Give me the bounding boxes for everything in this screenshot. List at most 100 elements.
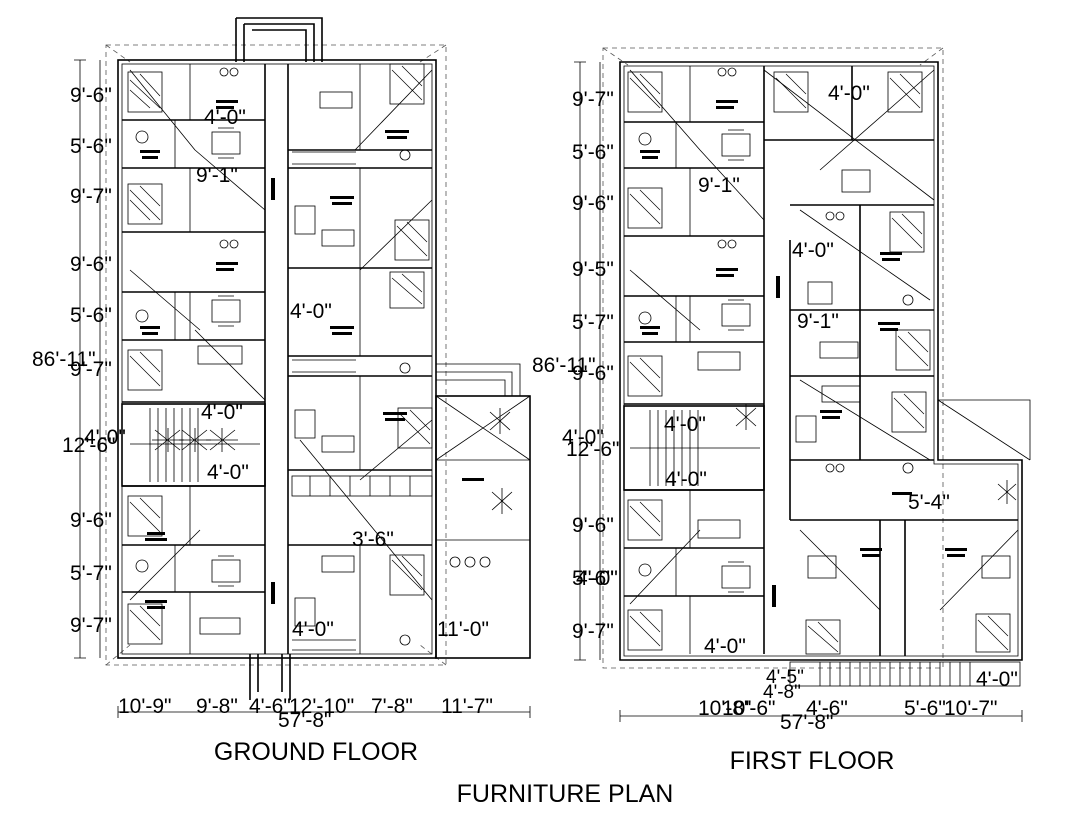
gf-left-dim-1: 9'-6" (70, 84, 112, 107)
ff-left-dim-1: 9'-7" (572, 88, 614, 111)
ground-floor-plan (74, 17, 531, 718)
ff-corridor-marker-1 (776, 276, 780, 298)
ff-bottom-wing-partitions (790, 519, 1018, 656)
gf-interior-dim-4: 4'-0" (201, 401, 243, 424)
gf-left-dim-2: 5'-6" (70, 135, 112, 158)
ff-corridor-walls (763, 240, 791, 654)
ff-interior-dim-3: 4'-0" (792, 239, 834, 262)
gf-interior-dimension-labels: 4'-0" 9'-1" 4'-0" 4'-0" 4'-0" 3'-6" 4'-0… (196, 106, 489, 641)
ff-left-dim-9: 9'-7" (572, 620, 614, 643)
gf-bottom-dim-1: 10'-9" (118, 695, 172, 718)
ff-top-right-diagonals (763, 69, 935, 201)
ff-outer-wall (619, 61, 1023, 661)
ff-bottom-dim-5: 10'-7" (944, 697, 998, 720)
ff-right-mid-partitions (790, 205, 934, 461)
gf-corridor-marker-1 (271, 178, 275, 200)
ff-stair-treads (630, 410, 760, 486)
ff-dining-table-icons (721, 129, 871, 593)
ff-stair-width-overlap: 4'-0" (562, 426, 604, 449)
gf-corridor-marker-2 (271, 582, 275, 604)
ff-left-dim-5: 5'-7" (572, 311, 614, 334)
gf-annex-partitions (435, 395, 531, 541)
gf-left-dim-7: 9'-6" (70, 509, 112, 532)
ff-bottom-dim-4: 5'-6" (904, 697, 946, 720)
ff-dimension-frame (602, 47, 944, 669)
ff-left-partitions (624, 121, 764, 597)
ff-interior-dim-9: 4'-5" (766, 667, 804, 688)
ff-bottom-wing-diagonals (799, 399, 1031, 611)
ff-total-depth: 86'-11" (532, 354, 596, 377)
gf-east-annex (435, 395, 531, 659)
gf-interior-dim-5: 4'-0" (207, 461, 249, 484)
ff-interior-dim-10: 4'-0" (976, 668, 1018, 691)
ff-corner-ties (602, 47, 944, 66)
ff-left-dim-4: 9'-5" (572, 258, 614, 281)
gf-left-dimension-labels: 9'-6" 5'-6" 9'-7" 9'-6" 5'-6" 9'-7" 9'-6… (32, 84, 126, 637)
ff-left-dimension-labels: 9'-7" 5'-6" 9'-6" 9'-5" 5'-7" 9'-6" 9'-6… (532, 88, 620, 643)
gf-bottom-dim-2: 9'-8" (196, 695, 238, 718)
ff-interior-dimension-labels: 4'-0" 9'-1" 4'-0" 9'-1" 4'-0" 4'-0" 5'-4… (576, 82, 1018, 691)
gf-kitchen-counters (292, 151, 356, 651)
gf-left-diagonals (129, 69, 266, 601)
ff-corridor-marker-2 (772, 585, 776, 607)
ground-floor-caption: GROUND FLOOR (214, 738, 418, 766)
ff-balcony-balusters (819, 662, 971, 686)
ff-bottom-dim-3: 4'-6" (806, 697, 848, 720)
gf-left-dim-3: 9'-7" (70, 185, 112, 208)
ff-bottom-dim-1: 10'-8" (698, 697, 752, 720)
ff-bottom-balcony (789, 661, 1021, 687)
ff-left-dim-7: 9'-6" (572, 514, 614, 537)
gf-left-dim-6: 9'-7" (70, 358, 112, 381)
gf-total-width: 57'-8" (278, 709, 332, 732)
gf-bath-fixture-icons (135, 67, 491, 646)
ff-top-right-partitions (763, 66, 934, 240)
gf-total-depth: 86'-11" (32, 348, 96, 371)
gf-right-diagonals (299, 69, 433, 601)
ff-total-width: 57'-8" (780, 711, 834, 734)
ff-left-dim-overlap: 4'-0" (576, 567, 618, 590)
ff-left-room-dividers (675, 66, 691, 654)
gf-annex-porch (436, 363, 521, 396)
ff-left-dim-8: 5'-6" (572, 567, 614, 590)
gf-left-room-dividers (174, 64, 191, 654)
ff-left-diagonals (629, 69, 765, 605)
ff-interior-dim-7: 5'-4" (908, 491, 950, 514)
gf-left-dim-5: 5'-6" (70, 304, 112, 327)
gf-bottom-dim-6: 11'-7" (441, 695, 493, 718)
ff-inner-wall (623, 65, 1019, 657)
gf-long-counter (291, 475, 433, 497)
gf-horizontal-dim-line (117, 706, 531, 718)
ff-left-dim-6: 9'-6" (572, 362, 614, 385)
ff-stair-width: 12'-6" (566, 438, 620, 461)
ff-interior-dim-5: 4'-0" (828, 82, 870, 105)
ff-bath-fixture-icons (638, 67, 914, 577)
gf-outer-wall (117, 59, 437, 659)
ff-interior-dim-6: 4'-0" (665, 468, 707, 491)
gf-interior-dim-1: 4'-0" (204, 106, 246, 129)
ff-interior-dim-2: 9'-1" (698, 174, 740, 197)
gf-interior-dim-2: 9'-1" (196, 164, 238, 187)
ff-sofa-icons (697, 341, 1011, 579)
ff-left-dim-2: 5'-6" (572, 141, 614, 164)
gf-stair-core (121, 403, 266, 487)
gf-bottom-stair (249, 654, 291, 700)
ff-vertical-dim-line (574, 61, 601, 661)
gf-left-dim-9: 9'-7" (70, 614, 112, 637)
gf-vertical-dim-line (74, 59, 101, 659)
gf-sofa-icons (197, 91, 355, 635)
gf-interior-dim-8: 11'-0" (437, 618, 489, 641)
ff-interior-dim-1: 4'-0" (664, 413, 706, 436)
gf-bottom-dim-4: 12'-10" (289, 695, 354, 718)
gf-left-partitions (122, 119, 265, 593)
gf-corridor-walls (264, 64, 289, 654)
ff-horizontal-dim-line (619, 710, 1023, 722)
gf-interior-dim-3: 4'-0" (290, 300, 332, 323)
gf-left-dim-4: 9'-6" (70, 253, 112, 276)
first-floor-caption: FIRST FLOOR (730, 747, 895, 775)
gf-plant-icons (152, 408, 513, 514)
gf-bottom-dimension-labels: 10'-9" 9'-8" 4'-6" 12'-10" 7'-8" 11'-7" … (118, 695, 493, 732)
ff-bottom-dimension-labels: 4'-8" 10'-8" 10'-6" 4'-6" 5'-6" 10'-7" 5… (698, 682, 998, 734)
gf-interior-dim-7: 4'-0" (292, 618, 334, 641)
sheet-title: FURNITURE PLAN (457, 780, 674, 808)
gf-stair-width: 12'-6" (62, 434, 116, 457)
